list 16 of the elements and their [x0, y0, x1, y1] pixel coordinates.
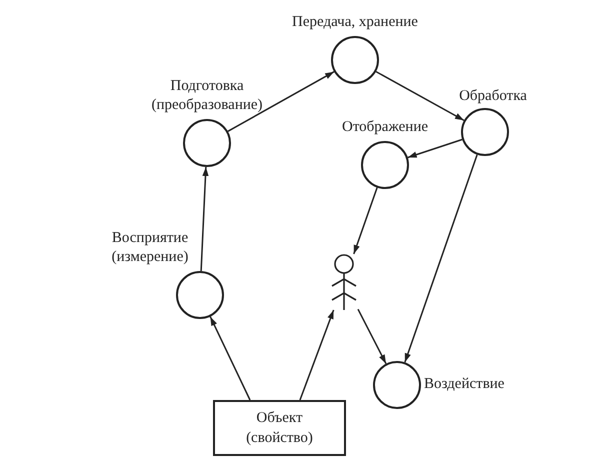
- node-label: Передача, хранение: [291, 13, 419, 32]
- arrow: [408, 138, 462, 158]
- node-label: Восприятие (измерение): [110, 229, 190, 267]
- arrow: [404, 154, 478, 363]
- arrow: [353, 187, 378, 254]
- arrow: [299, 310, 334, 400]
- arrow: [210, 316, 251, 400]
- node-label: Воздействие: [424, 375, 506, 394]
- node-label: Отображение: [340, 118, 429, 137]
- arrow: [376, 70, 464, 122]
- arrow: [228, 71, 334, 132]
- arrow: [200, 166, 209, 272]
- object-box: Объект (свойство): [213, 400, 346, 456]
- node-label: Подготовка (преобразование): [150, 77, 264, 115]
- arrow: [357, 308, 387, 364]
- node-label: Обработка: [458, 87, 528, 106]
